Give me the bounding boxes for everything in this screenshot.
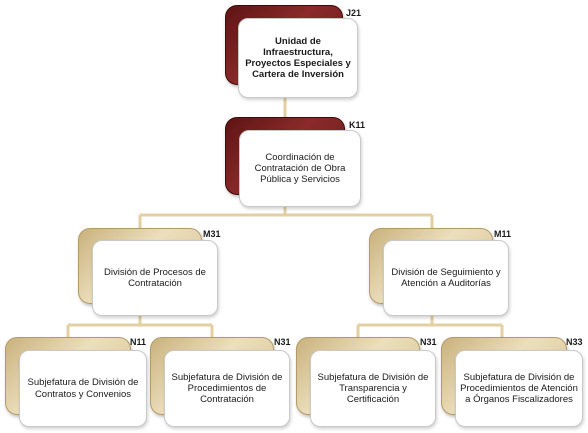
org-node-n11: Subjefatura de División de Contratos y C… [5,337,147,427]
node-code: M11 [494,229,512,239]
node-code: J21 [346,8,362,18]
node-label: División de Procesos de Contratación [92,240,218,316]
org-node-n33: Subjefatura de División de Procedimiento… [441,337,583,427]
node-label: Subjefatura de División de Procedimiento… [455,350,583,427]
node-label: Subjefatura de División de Transparencia… [310,350,436,427]
org-node-n31-transparencia: Subjefatura de División de Transparencia… [296,337,437,427]
node-code: K11 [349,120,366,130]
node-label: Coordinación de Contratación de Obra Púb… [239,130,361,207]
org-node-n31-procedimientos: Subjefatura de División de Procedimiento… [150,337,291,427]
node-code: N31 [274,337,291,347]
node-code: N31 [420,337,437,347]
org-node-m11: División de Seguimiento y Atención a Aud… [369,228,511,316]
node-label: Subjefatura de División de Contratos y C… [19,350,147,427]
node-code: N33 [566,337,583,347]
node-code: M31 [203,229,221,239]
node-label: División de Seguimiento y Atención a Aud… [383,240,509,316]
node-label: Unidad de Infraestructura, Proyectos Esp… [238,18,358,98]
org-node-k11: Coordinación de Contratación de Obra Púb… [225,117,366,207]
node-code: N11 [130,337,147,347]
org-node-m31: División de Procesos de Contratación M31 [78,228,221,316]
node-label: Subjefatura de División de Procedimiento… [164,350,290,427]
org-node-j21: Unidad de Infraestructura, Proyectos Esp… [225,5,362,98]
